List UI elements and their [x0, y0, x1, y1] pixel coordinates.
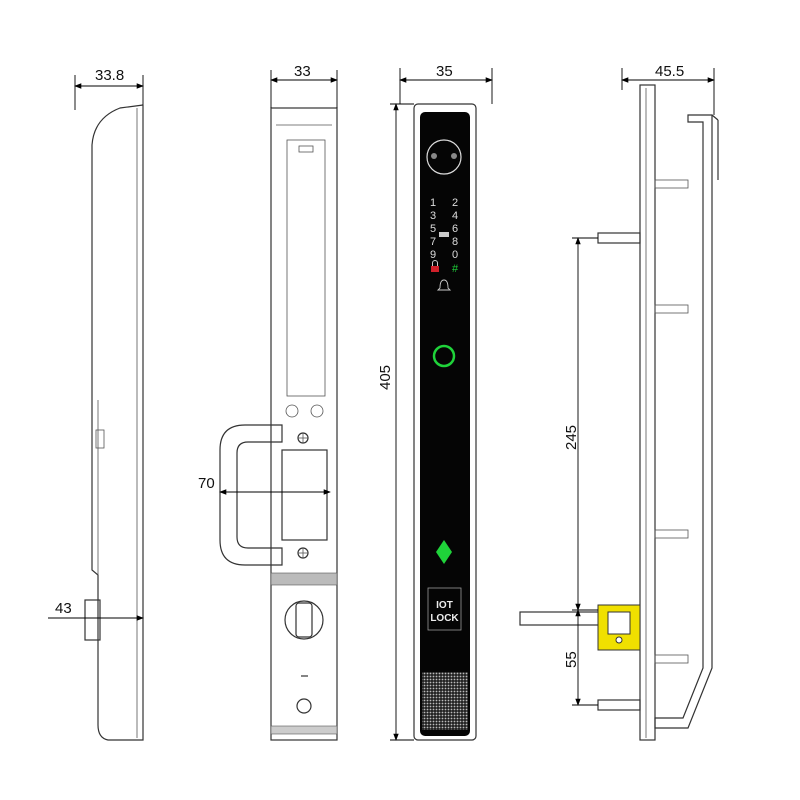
camera-icon [426, 139, 462, 175]
key-4[interactable]: 4 [452, 210, 458, 222]
dim-front-width: 35 [436, 63, 453, 80]
dim-side-left-depth: 33.8 [95, 67, 124, 84]
side-view-left: 33.8 43 [48, 67, 144, 741]
cylinder [597, 604, 641, 651]
handle [219, 424, 283, 566]
dim-cylinder-offset: 55 [563, 651, 580, 668]
key-6[interactable]: 6 [452, 223, 458, 235]
back-view: 33 70 [198, 63, 338, 741]
lock-icon [431, 260, 439, 272]
key-2[interactable]: 2 [452, 197, 458, 209]
iot-label-line1: IOT [436, 600, 453, 611]
key-7[interactable]: 7 [430, 236, 436, 248]
key-5[interactable]: 5 [430, 223, 436, 235]
key-3[interactable]: 3 [430, 210, 436, 222]
side-view-right: 45.5 245 55 [519, 63, 719, 741]
dim-side-right-depth: 45.5 [655, 63, 684, 80]
speaker-grille [422, 672, 468, 730]
thumb-turn [284, 600, 324, 640]
key-1[interactable]: 1 [430, 197, 436, 209]
lock-icon [285, 404, 324, 418]
front-view: 1 2 3 4 5 6 7 8 9 0 # IOT LOCK 35 405 [377, 63, 493, 741]
iot-label-line2: LOCK [430, 613, 459, 624]
key-8[interactable]: 8 [452, 236, 458, 248]
front-panel [420, 112, 470, 736]
dim-hole-spacing: 245 [563, 425, 580, 450]
dim-handle-depth: 70 [198, 475, 215, 492]
dim-overall-height: 405 [377, 365, 394, 390]
dim-handle-offset: 43 [55, 600, 72, 617]
keypad: 1 2 3 4 5 6 7 8 9 0 # [430, 197, 459, 291]
bell-icon [436, 279, 452, 291]
key-0[interactable]: 0 [452, 249, 458, 261]
key-hash[interactable]: # [452, 263, 459, 275]
screw-icon [297, 432, 309, 559]
fingerprint-sensor[interactable] [432, 344, 456, 368]
dim-back-width: 33 [294, 63, 311, 80]
nfc-icon [436, 540, 452, 564]
key-9[interactable]: 9 [430, 249, 436, 261]
